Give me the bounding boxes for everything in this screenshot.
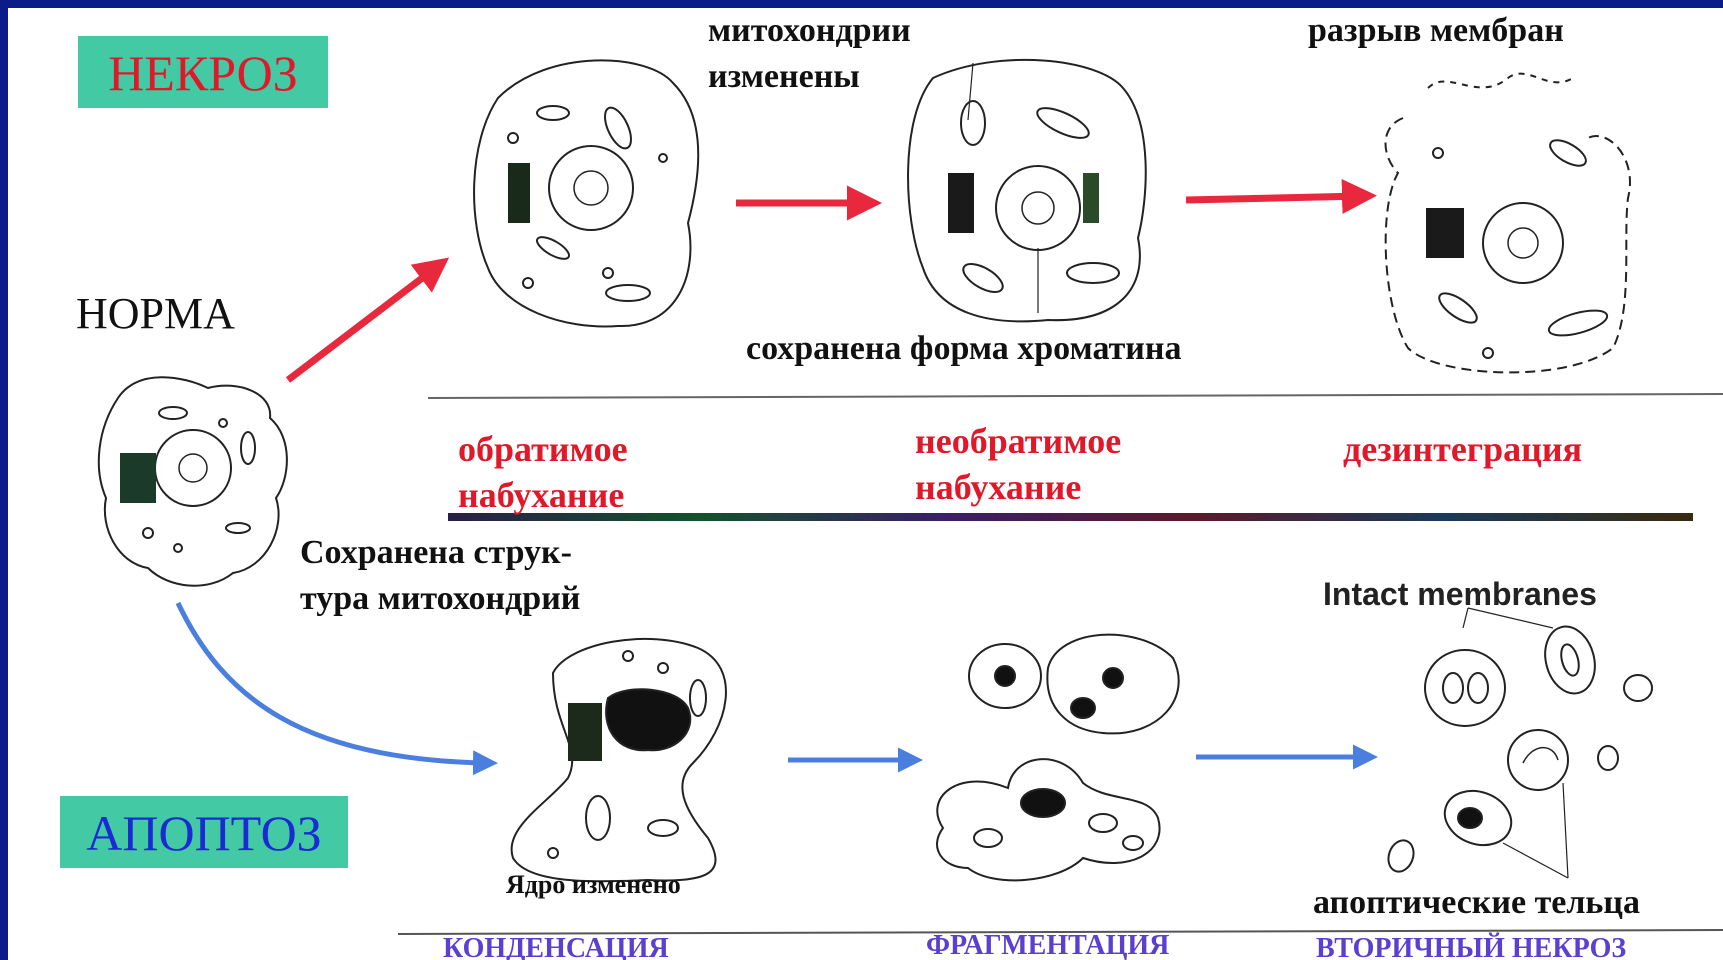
stage-reversible-swelling-line-2: набухание [458, 472, 628, 518]
nucleus-changed-label: Ядро изменено [506, 870, 681, 900]
stage-reversible-swelling: обратимое набухание [458, 426, 628, 518]
necrosis-cell-2-drawing [908, 60, 1146, 321]
top-divider [428, 394, 1723, 398]
necrosis-cell-1-drawing [474, 60, 698, 326]
chromatin-preserved-label: сохранена форма хроматина [746, 326, 1181, 372]
apoptosis-tag: АПОПТОЗ [60, 796, 348, 868]
mito-changed-line-1: митохондрии [708, 8, 911, 54]
stage-fragmentation: ФРАГМЕНТАЦИЯ [926, 930, 1169, 960]
mito-preserved-line-1: Сохранена струк- [300, 530, 580, 576]
membrane-rupture-label: разрыв мембран [1308, 8, 1564, 54]
norm-label: НОРМА [76, 288, 235, 339]
rainbow-divider [448, 513, 1693, 521]
mito-preserved-label: Сохранена струк- тура митохондрий [300, 530, 580, 622]
stage-irreversible-swelling: необратимое набухание [915, 418, 1121, 510]
apoptosis-cell-2-drawing [937, 635, 1179, 881]
stage-condensation: КОНДЕНСАЦИЯ [443, 933, 669, 960]
necrosis-tag: НЕКРОЗ [78, 36, 328, 108]
normal-cell-drawing [99, 377, 287, 585]
necrosis-cell-3-drawing [1386, 74, 1630, 373]
mito-changed-line-2: изменены [708, 54, 911, 100]
intact-membranes-label: Intact membranes [1323, 576, 1597, 613]
blue-arrow-norm-to-apoptosis [178, 603, 488, 763]
apoptosis-cell-3-drawing [1384, 608, 1652, 878]
red-arrow-2 [1186, 196, 1363, 200]
slide: НЕКРОЗ АПОПТОЗ НОРМА митохондрии изменен… [8, 8, 1723, 960]
red-arrow-norm-to-necrosis [288, 266, 438, 380]
stage-secondary-necrosis: ВТОРИЧНЫЙ НЕКРОЗ [1316, 933, 1626, 960]
mito-preserved-line-2: тура митохондрий [300, 576, 580, 622]
stage-irreversible-swelling-line-1: необратимое [915, 418, 1121, 464]
stage-disintegration: дезинтеграция [1343, 426, 1582, 472]
stage-irreversible-swelling-line-2: набухание [915, 464, 1121, 510]
stage-reversible-swelling-line-1: обратимое [458, 426, 628, 472]
mito-changed-label: митохондрии изменены [708, 8, 911, 100]
apoptotic-bodies-label: апоптические тельца [1313, 880, 1640, 926]
apoptosis-cell-1-drawing [512, 639, 726, 881]
apoptosis-tag-label: АПОПТОЗ [60, 804, 348, 862]
necrosis-tag-label: НЕКРОЗ [78, 44, 328, 102]
